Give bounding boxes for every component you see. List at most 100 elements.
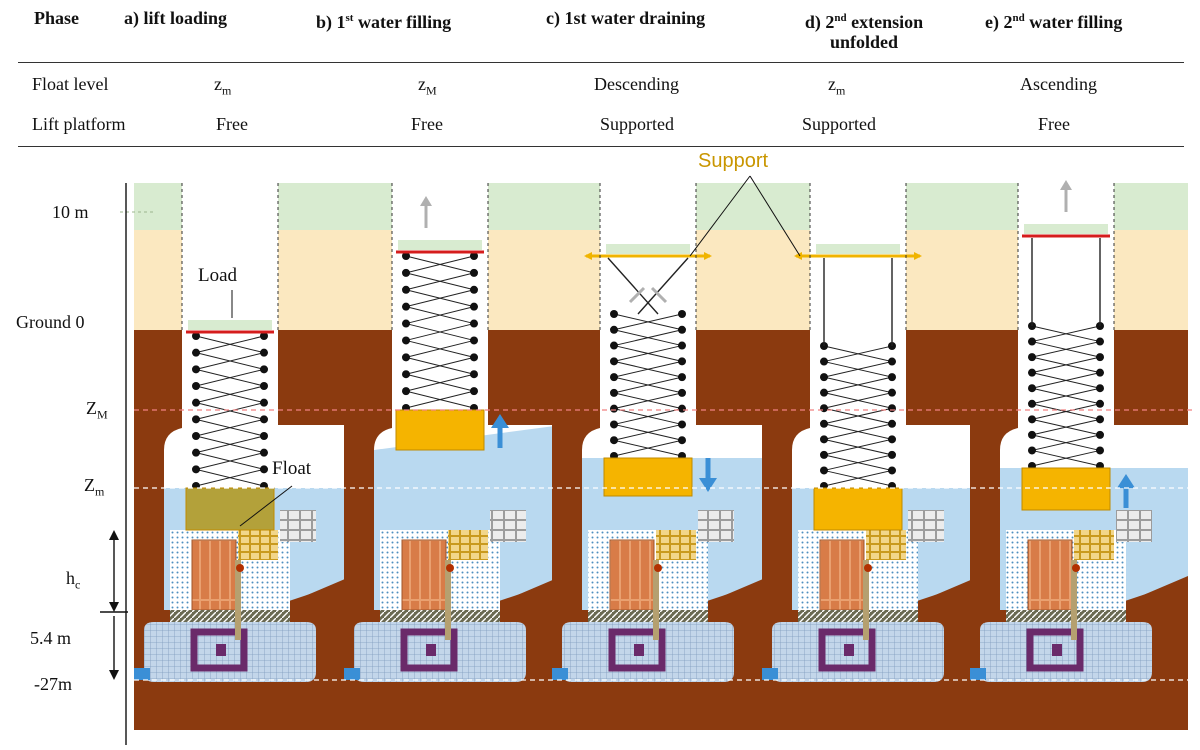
soil-slope <box>272 576 352 610</box>
scissor-bar <box>613 408 683 425</box>
support-arrow-left <box>794 252 802 260</box>
spring-joint <box>1028 415 1036 424</box>
scissor-bar <box>405 373 475 392</box>
lift-platform-c: Supported <box>600 114 674 134</box>
soil-slope <box>482 576 562 610</box>
spring-joint <box>678 357 686 366</box>
sand-band-right <box>1114 230 1188 330</box>
scissor-bar <box>613 329 683 347</box>
spring-joint <box>260 448 268 457</box>
label-minus27m: -27m <box>34 674 72 694</box>
sand-band-right <box>696 230 770 330</box>
load-block <box>816 244 900 254</box>
grey-blocks <box>908 510 944 542</box>
row-label-lift-platform: Lift platform <box>32 114 126 134</box>
load-block <box>188 320 272 330</box>
scissor-bar <box>1031 449 1101 467</box>
base-housing <box>144 622 316 682</box>
spring-joint <box>1096 415 1104 424</box>
spring-joint <box>678 310 686 318</box>
base-housing <box>980 622 1152 682</box>
sky-band-left <box>552 183 600 230</box>
float-level-c: Descending <box>594 74 679 94</box>
support-arrow-right <box>704 252 712 260</box>
spring-joint <box>820 419 828 428</box>
spring-joint <box>1096 399 1104 408</box>
spring-joint <box>610 357 618 366</box>
spring-joint <box>192 332 200 340</box>
spring-joint <box>260 432 268 440</box>
spring-joint <box>1096 353 1104 362</box>
sand-band-right <box>906 230 980 330</box>
float <box>813 487 903 531</box>
spring-joint <box>1028 446 1036 455</box>
spring-joint <box>678 373 686 382</box>
spring-joint <box>888 466 896 475</box>
label-support: Support <box>698 150 769 172</box>
spring-joint <box>402 302 410 311</box>
spring-joint <box>192 415 200 424</box>
table-rule-top <box>18 62 1184 63</box>
spring-joint <box>260 465 268 474</box>
pump-core <box>1052 644 1062 656</box>
label-5-4m: 5.4 m <box>30 628 72 648</box>
spring-joint <box>610 388 618 397</box>
spring-joint <box>192 365 200 374</box>
spring-joint <box>610 404 618 413</box>
phase-panel-a <box>134 183 352 730</box>
spring-joint <box>888 450 896 459</box>
scissor-bar <box>823 392 893 409</box>
spring-joint <box>192 382 200 390</box>
spring-joint <box>402 387 410 396</box>
base-strip <box>344 668 360 680</box>
spring-joint <box>192 448 200 457</box>
valve <box>654 564 662 572</box>
valve <box>864 564 872 572</box>
spring-joint <box>610 325 618 334</box>
spring-joint <box>470 302 478 311</box>
scissor-bar <box>1031 356 1101 374</box>
scissor-bar <box>405 255 475 274</box>
scissor-bar <box>613 423 683 441</box>
spring-joint <box>820 404 828 413</box>
spring-joint <box>402 319 410 328</box>
support-callout <box>749 175 801 257</box>
float-level-a: zm <box>214 74 232 98</box>
table-rule-bottom <box>18 146 1184 147</box>
sky-band-right <box>906 183 980 230</box>
soil-slope <box>900 576 980 610</box>
spring-joint <box>402 370 410 379</box>
spring-joint <box>678 420 686 429</box>
spring-joint <box>1028 430 1036 439</box>
brick-block <box>819 539 865 611</box>
float-callout <box>239 485 293 527</box>
float <box>185 487 275 531</box>
base-strip <box>762 668 778 680</box>
spring-joint <box>1096 368 1104 377</box>
scissor-bar <box>823 423 893 440</box>
spring-joint <box>192 398 200 407</box>
sky-band-left <box>970 183 1018 230</box>
sand-band-right <box>488 230 562 330</box>
spring-joint <box>678 404 686 413</box>
hatched-slab <box>380 610 500 624</box>
spring-joint <box>402 285 410 294</box>
spring-joint <box>888 419 896 428</box>
hc-arrowhead-top <box>109 530 119 540</box>
phase-panel-e <box>970 180 1188 730</box>
phase-panel-b <box>344 183 562 730</box>
hatched-slab <box>170 610 290 624</box>
sky-band-left <box>762 183 810 230</box>
spring-joint <box>470 252 478 260</box>
rod <box>637 257 689 315</box>
spring-joint <box>820 388 828 397</box>
pump-loop <box>1026 628 1084 672</box>
spring-joint <box>1096 430 1104 439</box>
base-strip <box>970 668 986 680</box>
float <box>1021 467 1111 511</box>
support-callout <box>689 175 751 257</box>
load-block <box>1024 224 1108 234</box>
scissor-bar <box>1031 403 1101 420</box>
scissor-bar <box>195 335 265 354</box>
